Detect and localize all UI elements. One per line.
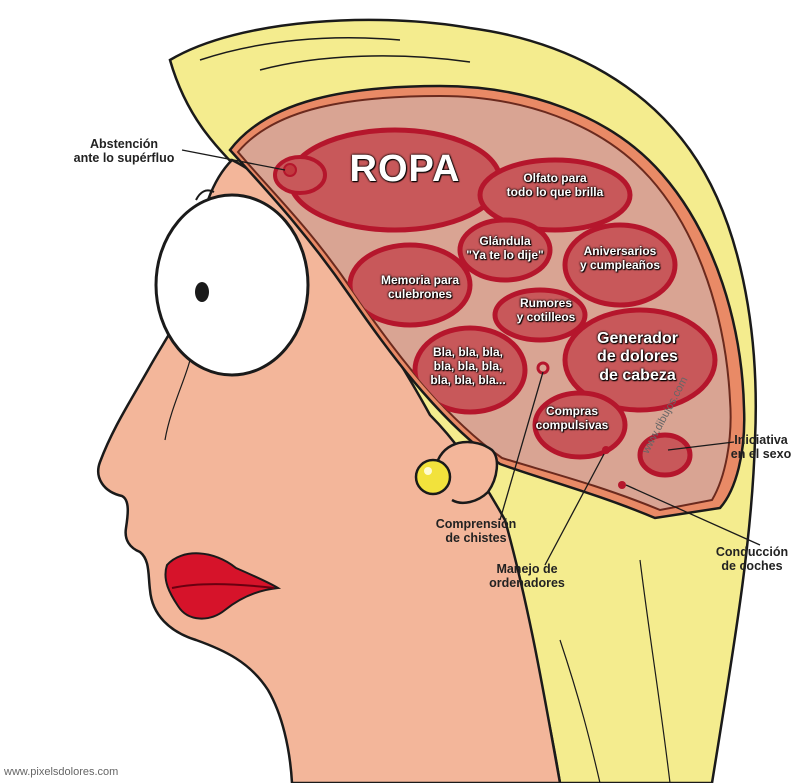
earring [414, 458, 452, 496]
label-olfato: Olfato para todo lo que brilla [506, 171, 604, 199]
watermark-bottom: www.pixelsdolores.com [4, 766, 119, 778]
label-abstencion: Abstención ante lo supérfluo [73, 137, 175, 166]
label-memoria: Memoria para culebrones [380, 273, 460, 301]
label-comprension: Comprensión de chistes [435, 517, 517, 546]
label-manejo: Manejo de ordenadores [489, 562, 565, 591]
label-conduccion: Conducción de coches [715, 545, 789, 574]
eye [154, 193, 310, 377]
label-iniciativa: Iniciativa en el sexo [730, 433, 792, 462]
label-glandula: Glándula "Ya te lo dije" [466, 234, 544, 262]
label-compras: Compras compulsivas [535, 404, 609, 432]
label-ropa: ROPA [349, 148, 461, 190]
brain-lobes [273, 127, 718, 478]
ear [436, 440, 499, 504]
callout-lines [181, 149, 761, 566]
label-rumores: Rumores y cotilleos [516, 296, 576, 324]
lips [164, 552, 282, 620]
label-aniversarios: Aniversarios y cumpleaños [579, 244, 661, 272]
label-bla: Bla, bla, bla, bla, bla, bla, bla, bla, … [430, 345, 506, 387]
label-generador: Generador de dolores de cabeza [597, 330, 678, 384]
